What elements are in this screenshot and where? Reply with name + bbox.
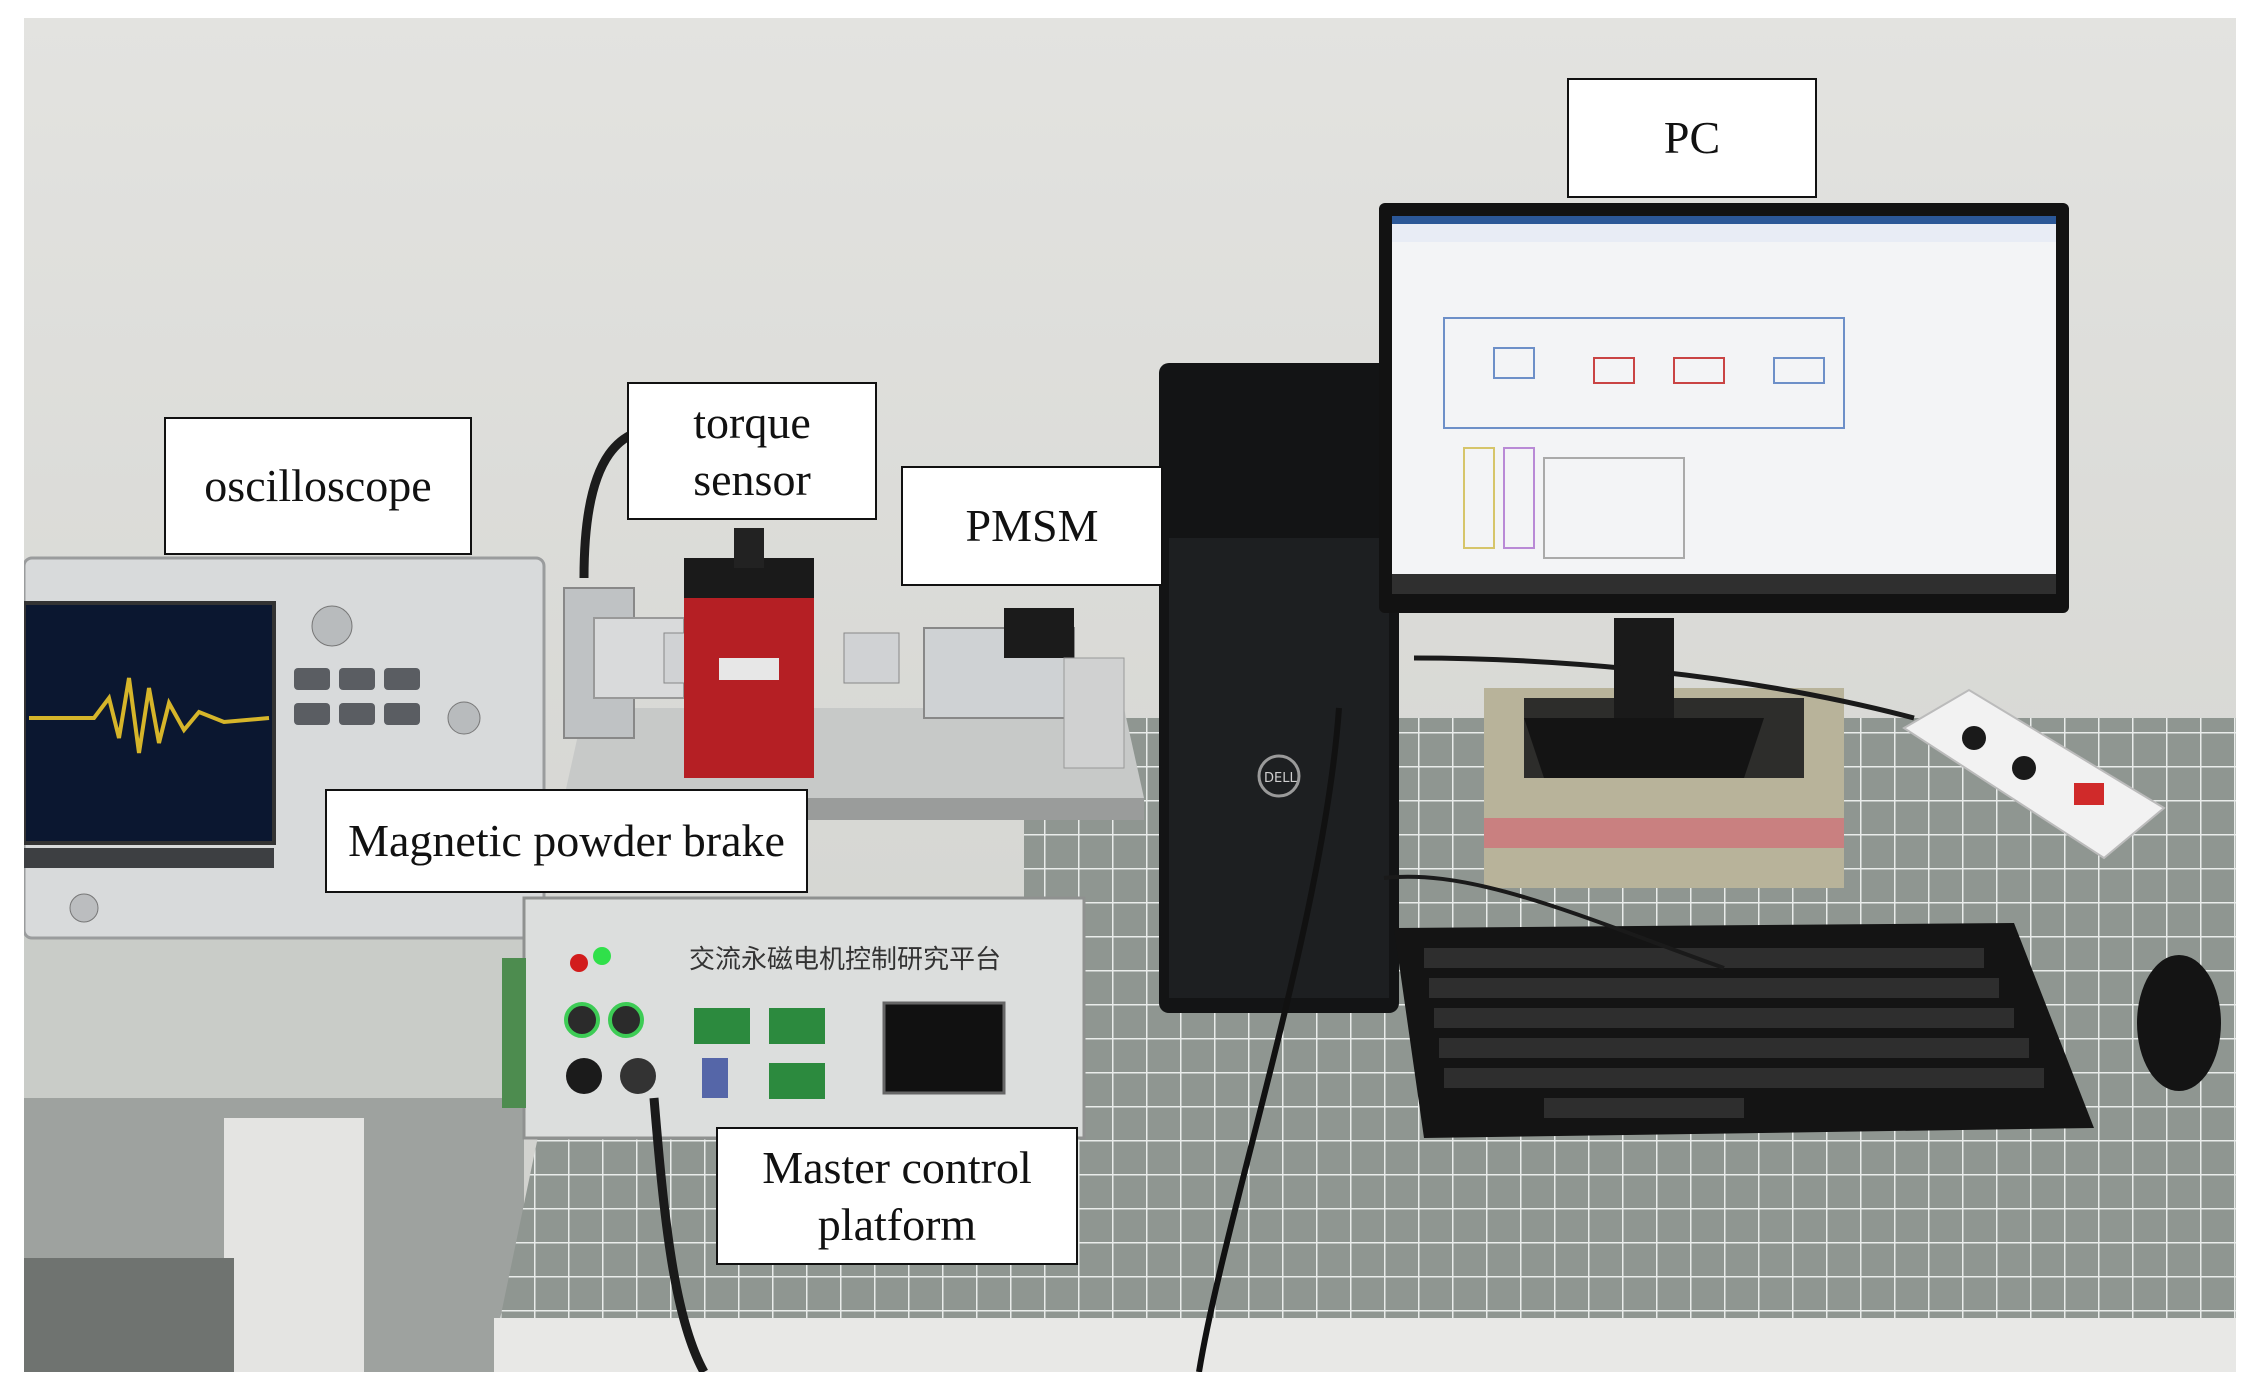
- label-master-control-platform: Master control platform: [716, 1127, 1078, 1265]
- label-oscilloscope: oscilloscope: [164, 417, 472, 555]
- monitor-screen: [1392, 216, 2056, 594]
- label-pmsm: PMSM: [901, 466, 1163, 586]
- pc-brand-text: DELL: [1264, 771, 1297, 786]
- keyboard: [1394, 923, 2094, 1138]
- torque-sensor-body: [684, 588, 814, 778]
- master-control-device: 交流永磁电机控制研究平台: [502, 896, 1086, 1140]
- table-edge: [494, 1318, 2236, 1372]
- left-counter: [24, 918, 544, 1118]
- label-pc: PC: [1567, 78, 1817, 198]
- mouse: [2137, 955, 2221, 1091]
- bench-plate: [564, 708, 1144, 798]
- lab-photo: 交流永磁电机控制研究平台 DELL: [24, 18, 2236, 1372]
- label-magnetic-powder-brake: Magnetic powder brake: [325, 789, 808, 893]
- panel-title-text: 交流永磁电机控制研究平台: [689, 945, 1001, 975]
- label-torque-sensor: torque sensor: [627, 382, 877, 520]
- pc-tower: DELL: [1159, 363, 1399, 1013]
